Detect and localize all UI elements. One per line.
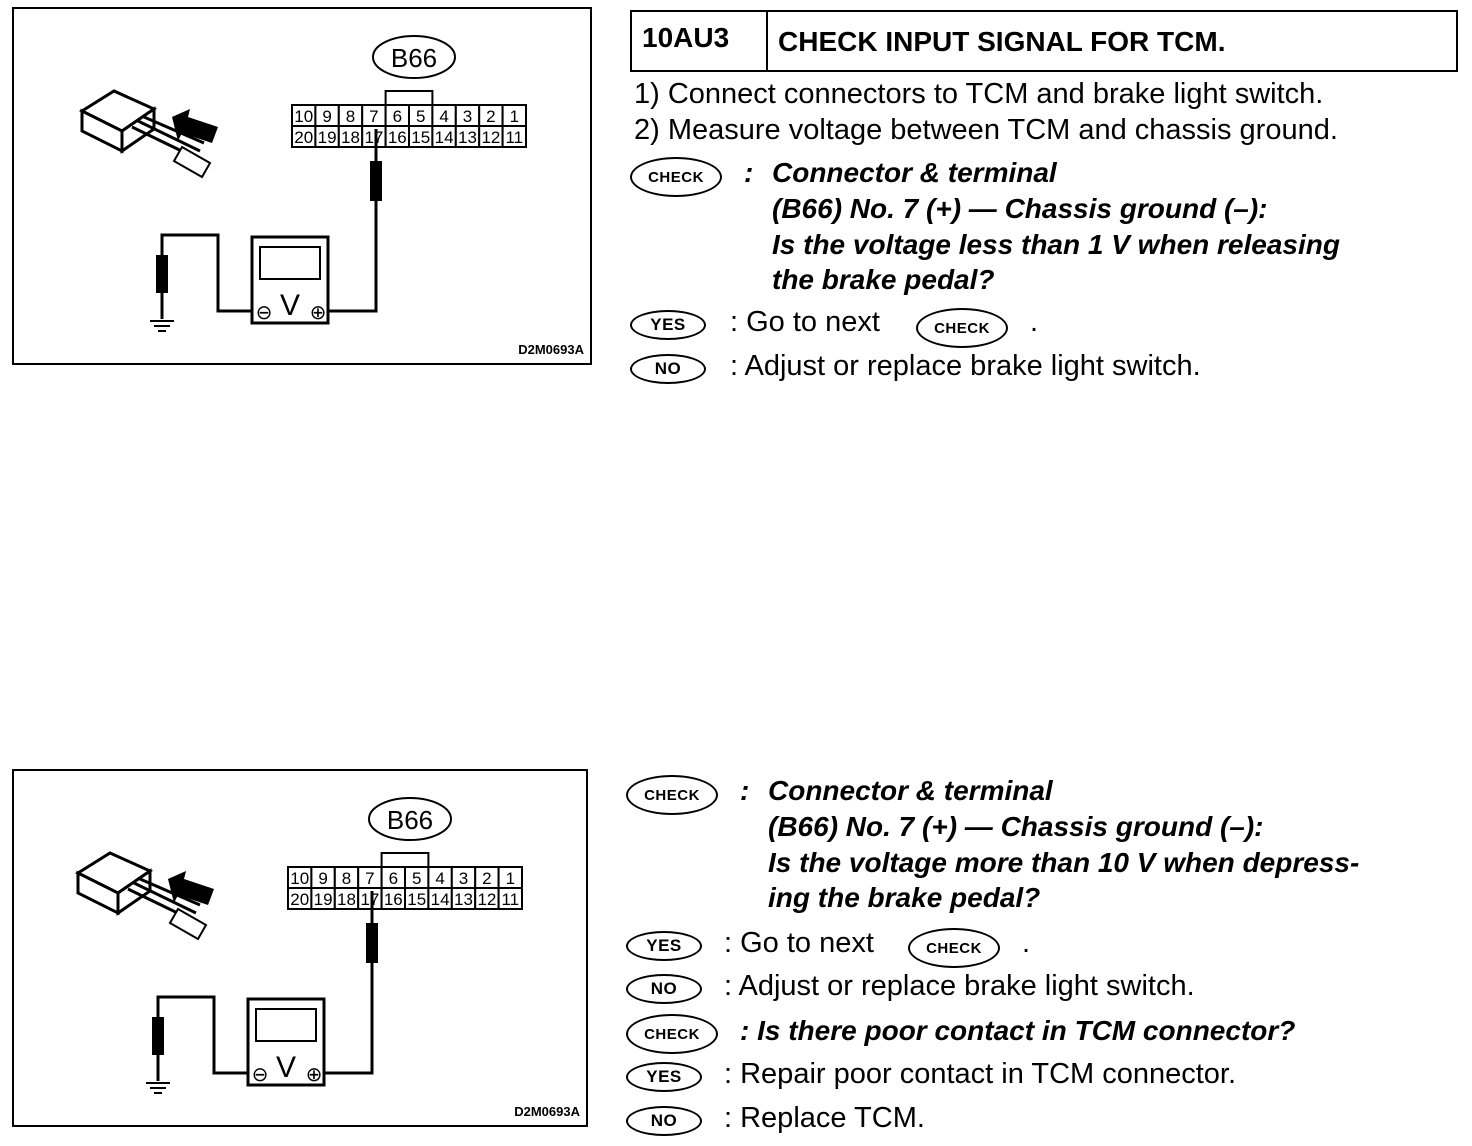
- instruction-1: 1) Connect connectors to TCM and brake l…: [634, 78, 1324, 110]
- terminal-number: 12: [481, 128, 500, 147]
- terminal-number: 20: [294, 128, 313, 147]
- terminal-number: 14: [431, 890, 450, 909]
- connector-label: B66: [387, 805, 433, 835]
- terminal-number: 13: [454, 890, 473, 909]
- terminal-number: 17: [364, 128, 383, 147]
- arrow-icon: [168, 871, 214, 905]
- terminal-number: 10: [290, 869, 309, 888]
- check-badge: CHECK: [916, 308, 1008, 348]
- yes-text: : Go to next: [730, 306, 880, 338]
- terminal-number: 4: [439, 107, 448, 126]
- terminal-number: 5: [412, 869, 421, 888]
- terminal-number: 11: [505, 128, 523, 147]
- step-header: 10AU3 CHECK INPUT SIGNAL FOR TCM.: [630, 10, 1458, 72]
- no-text: : Adjust or replace brake light switch.: [730, 350, 1201, 382]
- terminal-number: 15: [411, 128, 430, 147]
- check-line: (B66) No. 7 (+) — Chassis ground (–):: [772, 193, 1268, 224]
- terminal-number: 1: [510, 107, 519, 126]
- svg-text:V: V: [280, 289, 300, 322]
- check-line: Connector & terminal: [772, 157, 1057, 188]
- check-line: the brake pedal?: [772, 264, 995, 295]
- terminal-number: 20: [290, 890, 309, 909]
- terminal-number: 5: [416, 107, 425, 126]
- check-line: Is the voltage more than 10 V when depre…: [768, 847, 1360, 878]
- terminal-number: 19: [318, 128, 337, 147]
- yes-suffix: .: [1022, 927, 1031, 959]
- connector-label: B66: [391, 43, 437, 73]
- yes-badge: YES: [626, 931, 702, 961]
- connector-plug-icon: [74, 851, 208, 941]
- check-badge: CHECK: [626, 775, 718, 815]
- step-number: 10AU3: [632, 12, 768, 70]
- yes-badge: YES: [630, 310, 706, 340]
- step-title: CHECK INPUT SIGNAL FOR TCM.: [778, 26, 1226, 57]
- terminal-cell: [501, 125, 528, 148]
- terminal-number: 6: [389, 869, 398, 888]
- yes-text: : Repair poor contact in TCM connector.: [724, 1058, 1237, 1090]
- terminal-number: 19: [314, 890, 333, 909]
- terminal-number: 1: [506, 869, 515, 888]
- terminal-number: 6: [393, 107, 402, 126]
- svg-text:⊖: ⊖: [256, 300, 273, 324]
- terminal-number: 17: [360, 890, 379, 909]
- terminal-number: 4: [435, 869, 444, 888]
- terminal-number: 8: [342, 869, 351, 888]
- terminal-number: 16: [384, 890, 403, 909]
- connector-plug-icon: [78, 89, 212, 179]
- figure-code: D2M0693A: [514, 1104, 580, 1119]
- check-colon: :: [740, 775, 750, 806]
- terminal-number: 15: [407, 890, 426, 909]
- svg-text:⊕: ⊕: [310, 300, 327, 324]
- no-text: : Adjust or replace brake light switch.: [724, 970, 1195, 1002]
- check-line: ing the brake pedal?: [768, 882, 1041, 913]
- no-badge: NO: [626, 1106, 702, 1136]
- check-line: (B66) No. 7 (+) — Chassis ground (–):: [768, 811, 1264, 842]
- arrow-icon: [172, 109, 218, 143]
- check-colon: :: [744, 157, 754, 188]
- no-badge: NO: [626, 974, 702, 1004]
- check-line: Is the voltage less than 1 V when releas…: [772, 229, 1340, 260]
- figure-code: D2M0693A: [518, 342, 584, 357]
- ground-icon: [146, 1082, 170, 1094]
- check-line: Connector & terminal: [768, 775, 1053, 806]
- yes-badge: YES: [626, 1062, 702, 1092]
- check-badge: CHECK: [908, 928, 1000, 968]
- terminal-number: 10: [294, 107, 313, 126]
- terminal-number: 7: [365, 869, 374, 888]
- yes-text: : Go to next: [724, 927, 874, 959]
- terminal-number: 2: [486, 107, 495, 126]
- terminal-number: 13: [458, 128, 477, 147]
- terminal-cell: [497, 887, 524, 910]
- svg-text:⊕: ⊕: [306, 1062, 323, 1086]
- svg-text:⊖: ⊖: [252, 1062, 269, 1086]
- terminal-number: 12: [477, 890, 496, 909]
- no-badge: NO: [630, 354, 706, 384]
- terminal-number: 8: [346, 107, 355, 126]
- terminal-number: 2: [482, 869, 491, 888]
- terminal-number: 16: [388, 128, 407, 147]
- check-badge: CHECK: [630, 157, 722, 197]
- terminal-number: 3: [459, 869, 468, 888]
- check-badge: CHECK: [626, 1014, 718, 1054]
- terminal-number: 11: [501, 890, 519, 909]
- check-question: : Is there poor contact in TCM connector…: [740, 1015, 1296, 1046]
- terminal-number: 18: [337, 890, 356, 909]
- terminal-number: 7: [369, 107, 378, 126]
- terminal-number: 9: [318, 869, 327, 888]
- terminal-number: 9: [322, 107, 331, 126]
- terminal-number: 14: [435, 128, 454, 147]
- instruction-2: 2) Measure voltage between TCM and chass…: [634, 114, 1338, 146]
- ground-icon: [150, 320, 174, 332]
- svg-text:V: V: [276, 1051, 296, 1084]
- terminal-number: 18: [341, 128, 360, 147]
- no-text: : Replace TCM.: [724, 1102, 925, 1134]
- terminal-number: 3: [463, 107, 472, 126]
- yes-suffix: .: [1030, 306, 1039, 338]
